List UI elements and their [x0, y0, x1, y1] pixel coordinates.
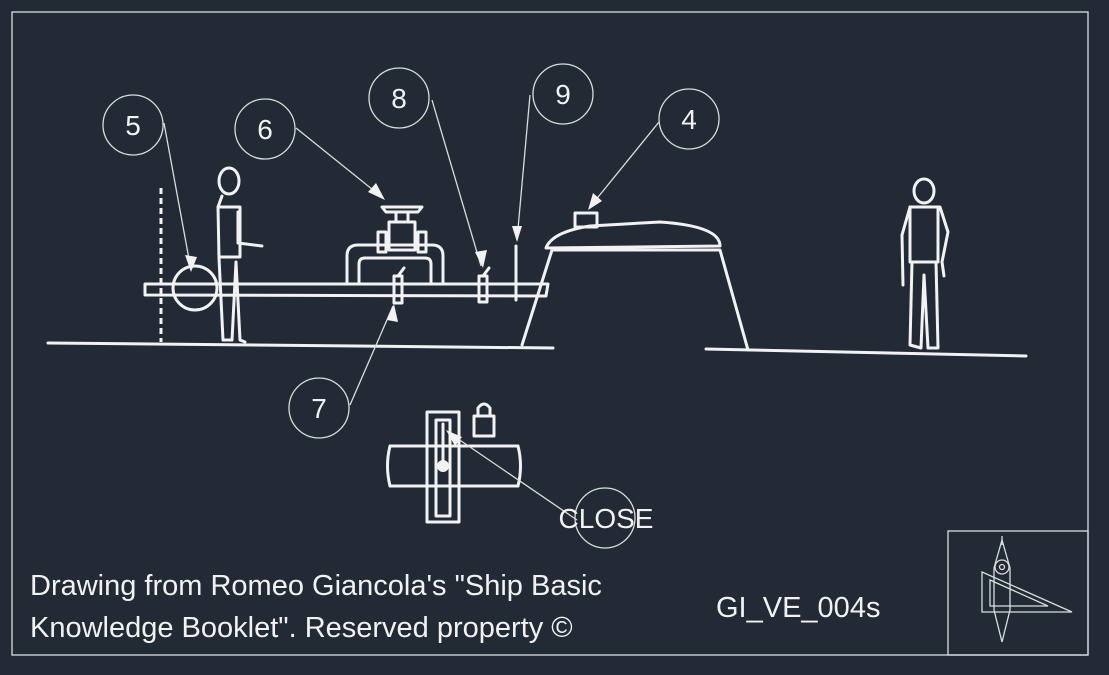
callout-number: 4 [681, 104, 697, 135]
caption-line-2: Knowledge Booklet". Reserved property © [30, 612, 573, 644]
tank-dome-4 [520, 211, 750, 352]
pipeline [143, 243, 550, 298]
locked-valve-detail [386, 410, 522, 524]
logo-frame [947, 530, 1089, 656]
padlock-icon [472, 402, 496, 438]
callout-number: 7 [311, 393, 327, 424]
valve-6 [376, 205, 428, 254]
flange-7 [392, 266, 406, 305]
person-right [900, 177, 950, 350]
person-left [216, 166, 264, 344]
callout-number: 6 [257, 114, 273, 145]
close-label: CLOSE [559, 503, 654, 534]
drawing-code: GI_VE_004s [716, 592, 881, 624]
close-label-bubble: CLOSE [559, 487, 654, 549]
callout-bubble-6: 6 [234, 98, 296, 160]
caption-line-1: Drawing from Romeo Giancola's "Ship Basi… [30, 570, 602, 602]
callout-bubble-8: 8 [368, 67, 430, 129]
callout-number: 9 [555, 79, 571, 110]
deck-line-left [46, 341, 555, 350]
inline-sphere-5 [171, 264, 219, 312]
drafting-compass-logo [981, 536, 1073, 643]
callout-number: 5 [125, 110, 141, 141]
callout-number: 8 [391, 83, 407, 114]
leader-arrowheads [185, 183, 602, 446]
outer-frame [11, 11, 1089, 656]
deck-line-right [704, 347, 1028, 358]
leader-lines [163, 94, 660, 521]
callout-bubble-5: 5 [102, 94, 164, 156]
callout-bubble-7: 7 [288, 377, 350, 439]
valve-8 [477, 266, 491, 304]
callout-bubble-4: 4 [658, 88, 720, 150]
callout-bubble-9: 9 [532, 63, 594, 125]
